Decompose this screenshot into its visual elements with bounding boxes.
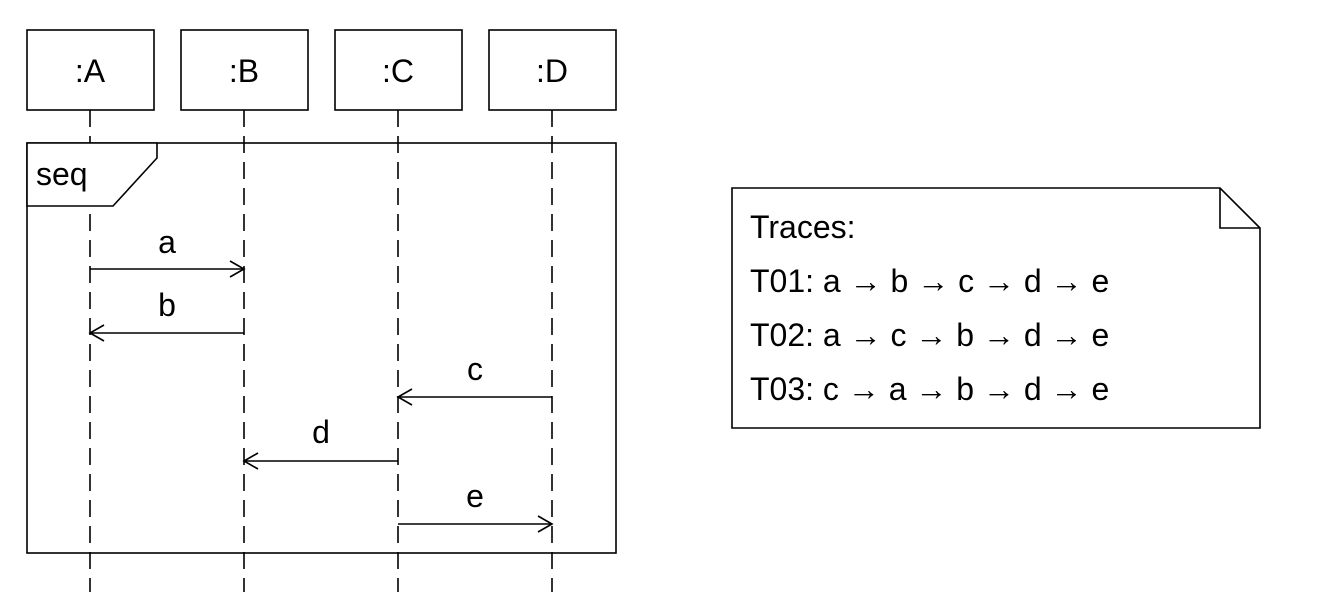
lifeline-head-b: :B: [180, 29, 309, 111]
message-labels: a b c d e: [158, 224, 484, 514]
open-arrowhead: [88, 324, 105, 342]
lifeline-label: :B: [229, 53, 259, 89]
lifeline-head-c: :C: [334, 29, 463, 111]
message-label-e: e: [466, 478, 484, 514]
open-arrowhead: [396, 388, 413, 406]
lifeline-head-d: :D: [488, 29, 617, 111]
lifelines: [89, 110, 553, 592]
fragment-operator-label: seq: [36, 156, 88, 192]
message-c: [396, 388, 552, 406]
lifeline-label: :A: [75, 53, 106, 89]
traces-note: Traces: T01: a → b → c → d → e T02: a → …: [731, 187, 1261, 429]
message-label-c: c: [467, 351, 483, 387]
fragment-frame: [26, 142, 617, 554]
note-title: Traces:: [750, 209, 856, 245]
lifeline-head-a: :A: [26, 29, 155, 111]
message-label-a: a: [158, 224, 176, 260]
note-trace-line: T03: c → a → b → d → e: [750, 371, 1109, 407]
message-d: [242, 452, 398, 470]
lifeline-head-box: [488, 29, 617, 111]
message-b: [88, 324, 244, 342]
lifeline-heads: :A :B :C :D: [26, 29, 617, 111]
open-arrowhead: [242, 452, 259, 470]
note-trace-line: T01: a → b → c → d → e: [750, 263, 1109, 299]
open-arrowhead: [537, 515, 554, 533]
message-label-b: b: [158, 287, 176, 323]
seq-fragment: seq: [26, 142, 617, 554]
lifeline-label: :C: [382, 53, 414, 89]
lifeline-head-box: [26, 29, 155, 111]
lifeline-head-box: [180, 29, 309, 111]
message-label-d: d: [312, 414, 330, 450]
fragment-operator-tab: [26, 142, 158, 207]
message-a: [90, 260, 246, 278]
message-e: [398, 515, 554, 533]
note-folded-corner: [1219, 188, 1260, 229]
note-trace-line: T02: a → c → b → d → e: [750, 317, 1109, 353]
note-body: [731, 187, 1261, 429]
messages: [88, 260, 554, 533]
lifeline-head-box: [334, 29, 463, 111]
lifeline-label: :D: [536, 53, 568, 89]
open-arrowhead: [229, 260, 246, 278]
